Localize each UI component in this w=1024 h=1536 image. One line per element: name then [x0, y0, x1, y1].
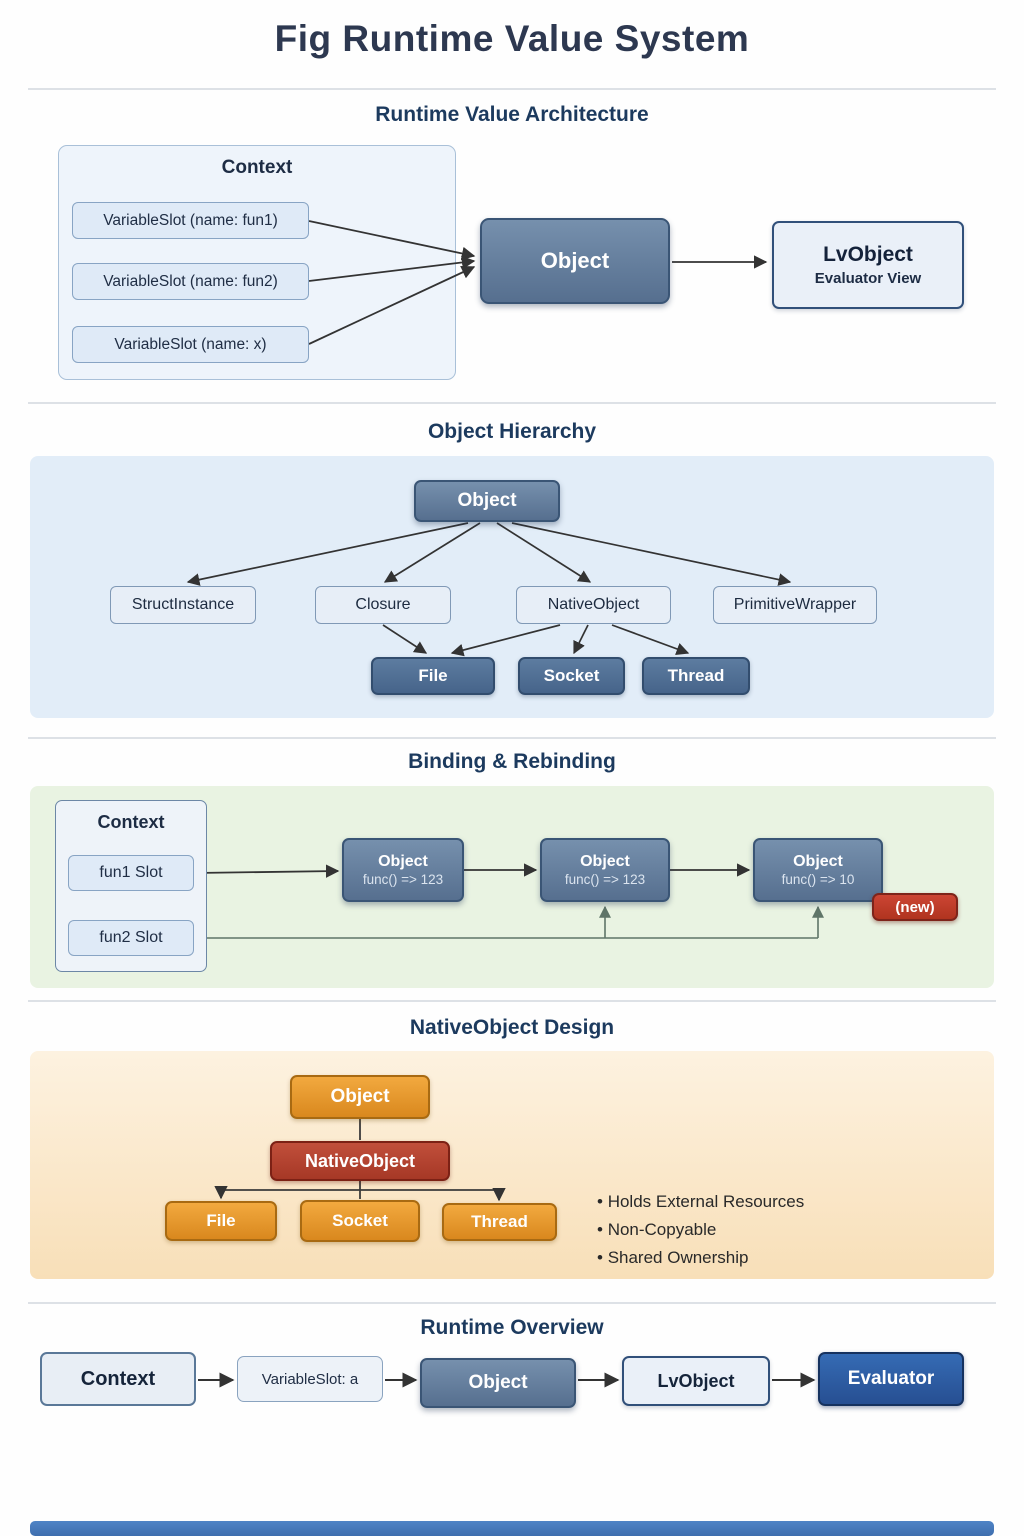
- node-closure-label: Closure: [355, 596, 411, 613]
- overview-lvobject: LvObject: [622, 1356, 770, 1406]
- native-root-object: Object: [290, 1075, 430, 1119]
- binding-object-2-title: Object: [580, 852, 630, 870]
- fun2-slot: fun2 Slot: [68, 920, 194, 956]
- binding-context-label-text: Context: [97, 811, 165, 832]
- variable-slot-x: VariableSlot (name: x): [72, 326, 309, 363]
- node-structinstance: StructInstance: [110, 586, 256, 624]
- binding-context-label: Context: [55, 810, 207, 834]
- binding-object-1-title: Object: [378, 852, 428, 870]
- binding-object-1-sub: func() => 123: [362, 871, 444, 887]
- node-primitivewrapper-label: PrimitiveWrapper: [733, 596, 857, 613]
- divider-2: [28, 402, 996, 404]
- variable-slot-fun2-label: VariableSlot (name: fun2): [103, 272, 278, 290]
- native-root-object-label: Object: [330, 1086, 390, 1107]
- native-bullet-3: Shared Ownership: [597, 1248, 749, 1268]
- arrows-binding: [194, 863, 751, 878]
- node-socket: Socket: [518, 657, 625, 695]
- node-nativeobject-label: NativeObject: [547, 596, 640, 613]
- arrows-architecture: [308, 220, 768, 345]
- binding-object-1: Object func() => 123: [342, 838, 464, 902]
- divider-4: [28, 1000, 996, 1002]
- new-badge-label: (new): [895, 898, 935, 916]
- overview-variableslot-label: VariableSlot: a: [261, 1370, 359, 1388]
- object-node-architecture: Object: [480, 218, 670, 304]
- context-label-text: Context: [221, 157, 293, 178]
- section-heading-overview: Runtime Overview: [420, 1316, 604, 1339]
- binding-object-3: Object func() => 10: [753, 838, 883, 902]
- node-closure: Closure: [315, 586, 451, 624]
- native-socket: Socket: [300, 1200, 420, 1242]
- node-structinstance-label: StructInstance: [131, 596, 235, 613]
- binding-object-3-sub: func() => 10: [781, 871, 855, 887]
- fun1-slot-label: fun1 Slot: [99, 864, 163, 881]
- hierarchy-root-object: Object: [414, 480, 560, 522]
- lvobject-node: LvObject Evaluator View: [772, 221, 964, 309]
- node-nativeobject: NativeObject: [516, 586, 671, 624]
- native-thread: Thread: [442, 1203, 557, 1241]
- overview-context: Context: [40, 1352, 196, 1406]
- fun1-slot: fun1 Slot: [68, 855, 194, 891]
- fun2-slot-label: fun2 Slot: [99, 929, 163, 946]
- native-file-label: File: [206, 1211, 236, 1230]
- overview-evaluator: Evaluator: [818, 1352, 964, 1406]
- section-heading-native: NativeObject Design: [409, 1016, 615, 1039]
- node-socket-label: Socket: [543, 666, 600, 685]
- native-panel: [30, 1051, 994, 1279]
- section-heading-architecture: Runtime Value Architecture: [375, 103, 649, 126]
- divider-5: [28, 1302, 996, 1304]
- rebind-lines: [195, 905, 824, 939]
- hierarchy-root-object-label: Object: [457, 490, 517, 511]
- divider-3: [28, 737, 996, 739]
- variable-slot-x-label: VariableSlot (name: x): [114, 335, 267, 353]
- context-label: Context: [58, 156, 456, 180]
- native-thread-label: Thread: [471, 1212, 528, 1231]
- section-heading-hierarchy: Object Hierarchy: [427, 420, 597, 443]
- new-badge: (new): [872, 893, 958, 921]
- node-file-label: File: [418, 666, 448, 685]
- binding-object-2: Object func() => 123: [540, 838, 670, 902]
- overview-evaluator-label: Evaluator: [847, 1368, 935, 1389]
- overview-object: Object: [420, 1358, 576, 1408]
- variable-slot-fun1: VariableSlot (name: fun1): [72, 202, 309, 239]
- node-primitivewrapper: PrimitiveWrapper: [713, 586, 877, 624]
- bottom-bar: [30, 1521, 994, 1536]
- native-nativeobject: NativeObject: [270, 1141, 450, 1181]
- lvobject-sublabel: Evaluator View: [814, 270, 922, 287]
- native-socket-label: Socket: [332, 1211, 388, 1230]
- binding-object-3-title: Object: [793, 852, 843, 870]
- divider-1: [28, 88, 996, 90]
- native-nativeobject-label: NativeObject: [304, 1150, 416, 1171]
- native-bullet-1: Holds External Resources: [597, 1192, 805, 1212]
- overview-object-label: Object: [468, 1372, 528, 1393]
- arrows-hierarchy: [186, 522, 792, 657]
- section-heading-binding: Binding & Rebinding: [408, 750, 616, 773]
- connectors-native: [214, 1119, 506, 1202]
- lvobject-label: LvObject: [823, 243, 913, 266]
- overview-lvobject-label: LvObject: [657, 1370, 735, 1391]
- variable-slot-fun2: VariableSlot (name: fun2): [72, 263, 309, 300]
- figure-title: Fig Runtime Value System: [274, 18, 750, 59]
- node-thread-label: Thread: [667, 666, 725, 685]
- variable-slot-fun1-label: VariableSlot (name: fun1): [103, 211, 278, 229]
- binding-object-2-sub: func() => 123: [564, 871, 646, 887]
- node-thread: Thread: [642, 657, 750, 695]
- node-file: File: [371, 657, 495, 695]
- native-file: File: [165, 1201, 277, 1241]
- native-bullet-2: Non-Copyable: [597, 1220, 717, 1240]
- object-node-architecture-label: Object: [540, 248, 610, 273]
- overview-variableslot: VariableSlot: a: [237, 1356, 383, 1402]
- overview-context-label: Context: [80, 1367, 156, 1390]
